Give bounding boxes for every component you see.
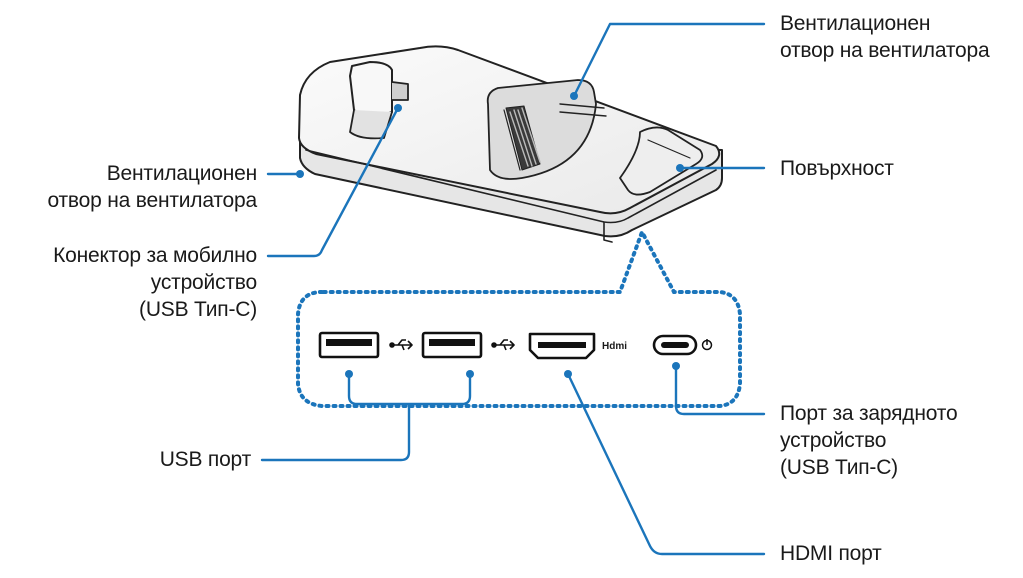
- leader-usb: [260, 372, 472, 462]
- label-line: отвор на вентилатора: [780, 39, 990, 62]
- leader-vent-top: [572, 22, 766, 98]
- label-surface: Повърхност: [780, 155, 894, 182]
- label-usb-port: USB порт: [159, 446, 252, 473]
- power-icon: [701, 339, 713, 351]
- hdmi-logo-text: Hdmi: [602, 341, 627, 352]
- label-line: устройство: [780, 429, 887, 452]
- label-line: HDMI порт: [780, 542, 882, 565]
- label-line: Конектор за мобилно: [53, 244, 257, 267]
- label-line: USB порт: [159, 448, 252, 471]
- label-vent-top: Вентилационен отвор на вентилатора: [780, 10, 990, 64]
- label-line: Вентилационен: [780, 12, 931, 35]
- surface-ridge: [619, 126, 704, 196]
- label-line: Вентилационен: [106, 162, 257, 185]
- label-line: (USB Тип-С): [139, 298, 257, 321]
- label-vent-left: Вентилационен отвор на вентилатора: [48, 160, 258, 214]
- label-line: Повърхност: [780, 157, 894, 180]
- label-line: (USB Тип-С): [780, 456, 898, 479]
- usb-port-1: [318, 331, 380, 359]
- label-connector: Конектор за мобилно устройство (USB Тип-…: [53, 242, 257, 323]
- mobile-connector: [349, 61, 409, 140]
- dex-pad-device: [298, 45, 723, 243]
- label-charger-port: Порт за зарядното устройство (USB Тип-С): [780, 400, 958, 481]
- label-line: устройство: [150, 271, 257, 294]
- usb-port-2: [421, 331, 483, 359]
- leader-lines: [260, 22, 766, 556]
- label-hdmi-port: HDMI порт: [780, 540, 882, 567]
- label-line: Порт за зарядното: [780, 402, 958, 425]
- ports-row: Hdmi: [318, 331, 713, 360]
- usb-icon: [491, 339, 515, 351]
- leader-connector: [266, 106, 400, 258]
- leader-hdmi: [566, 372, 766, 556]
- leader-charger: [674, 364, 766, 416]
- usb-c-port: [652, 334, 698, 356]
- label-line: отвор на вентилатора: [47, 189, 258, 212]
- hdmi-port: [528, 332, 596, 360]
- ports-callout-outline: [296, 227, 742, 408]
- usb-icon: [389, 339, 413, 351]
